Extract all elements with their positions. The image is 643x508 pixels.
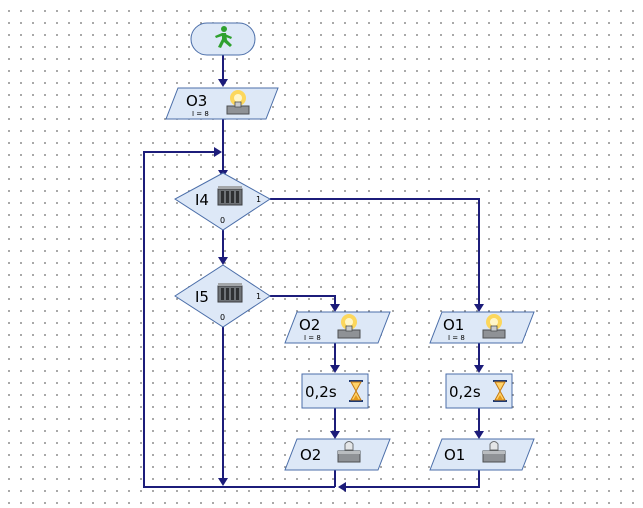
running-man-icon bbox=[215, 26, 232, 48]
i5-false-port: 0 bbox=[220, 313, 225, 322]
output-o2-off-block[interactable]: O2 bbox=[284, 438, 391, 471]
hourglass-icon bbox=[493, 380, 507, 402]
i4-false-port: 0 bbox=[220, 216, 225, 225]
lamp-off-icon bbox=[482, 441, 506, 463]
output-o2-on-block[interactable]: O2 I = 8 bbox=[284, 311, 391, 344]
input-i4-decision[interactable]: I4 1 0 bbox=[174, 172, 271, 231]
o1-on-label: O1 bbox=[443, 316, 464, 334]
i4-true-port: 1 bbox=[256, 195, 261, 204]
lamp-on-icon bbox=[226, 90, 250, 115]
o1-off-label: O1 bbox=[444, 446, 465, 464]
flow-i5-true-to-o2 bbox=[270, 295, 336, 305]
switch-icon bbox=[217, 186, 243, 206]
i4-label: I4 bbox=[195, 191, 209, 209]
o2-on-label: O2 bbox=[299, 316, 320, 334]
lamp-off-icon bbox=[337, 441, 361, 463]
flow-i4-true-to-o1 bbox=[270, 198, 480, 305]
flow-lines bbox=[143, 55, 484, 492]
start-block[interactable] bbox=[190, 22, 256, 56]
o3-label: O3 bbox=[186, 92, 207, 110]
output-o3-block[interactable]: O3 I = 8 bbox=[165, 87, 279, 120]
wait-left-block[interactable]: 0,2s bbox=[301, 373, 369, 409]
flow-o1off-join bbox=[345, 470, 480, 488]
o3-intensity: I = 8 bbox=[192, 110, 209, 118]
wait-left-label: 0,2s bbox=[305, 383, 337, 401]
input-i5-decision[interactable]: I5 1 0 bbox=[174, 264, 271, 328]
wait-right-label: 0,2s bbox=[449, 383, 481, 401]
o2-intensity: I = 8 bbox=[304, 334, 321, 342]
lamp-on-icon bbox=[337, 314, 361, 339]
o1-intensity: I = 8 bbox=[448, 334, 465, 342]
switch-icon bbox=[217, 283, 243, 303]
lamp-on-icon bbox=[482, 314, 506, 339]
wait-right-block[interactable]: 0,2s bbox=[445, 373, 513, 409]
output-o1-on-block[interactable]: O1 I = 8 bbox=[429, 311, 535, 344]
i5-label: I5 bbox=[195, 288, 209, 306]
o2-off-label: O2 bbox=[300, 446, 321, 464]
flow-loop-back bbox=[143, 151, 335, 488]
output-o1-off-block[interactable]: O1 bbox=[429, 438, 535, 471]
i5-true-port: 1 bbox=[256, 292, 261, 301]
hourglass-icon bbox=[349, 380, 363, 402]
